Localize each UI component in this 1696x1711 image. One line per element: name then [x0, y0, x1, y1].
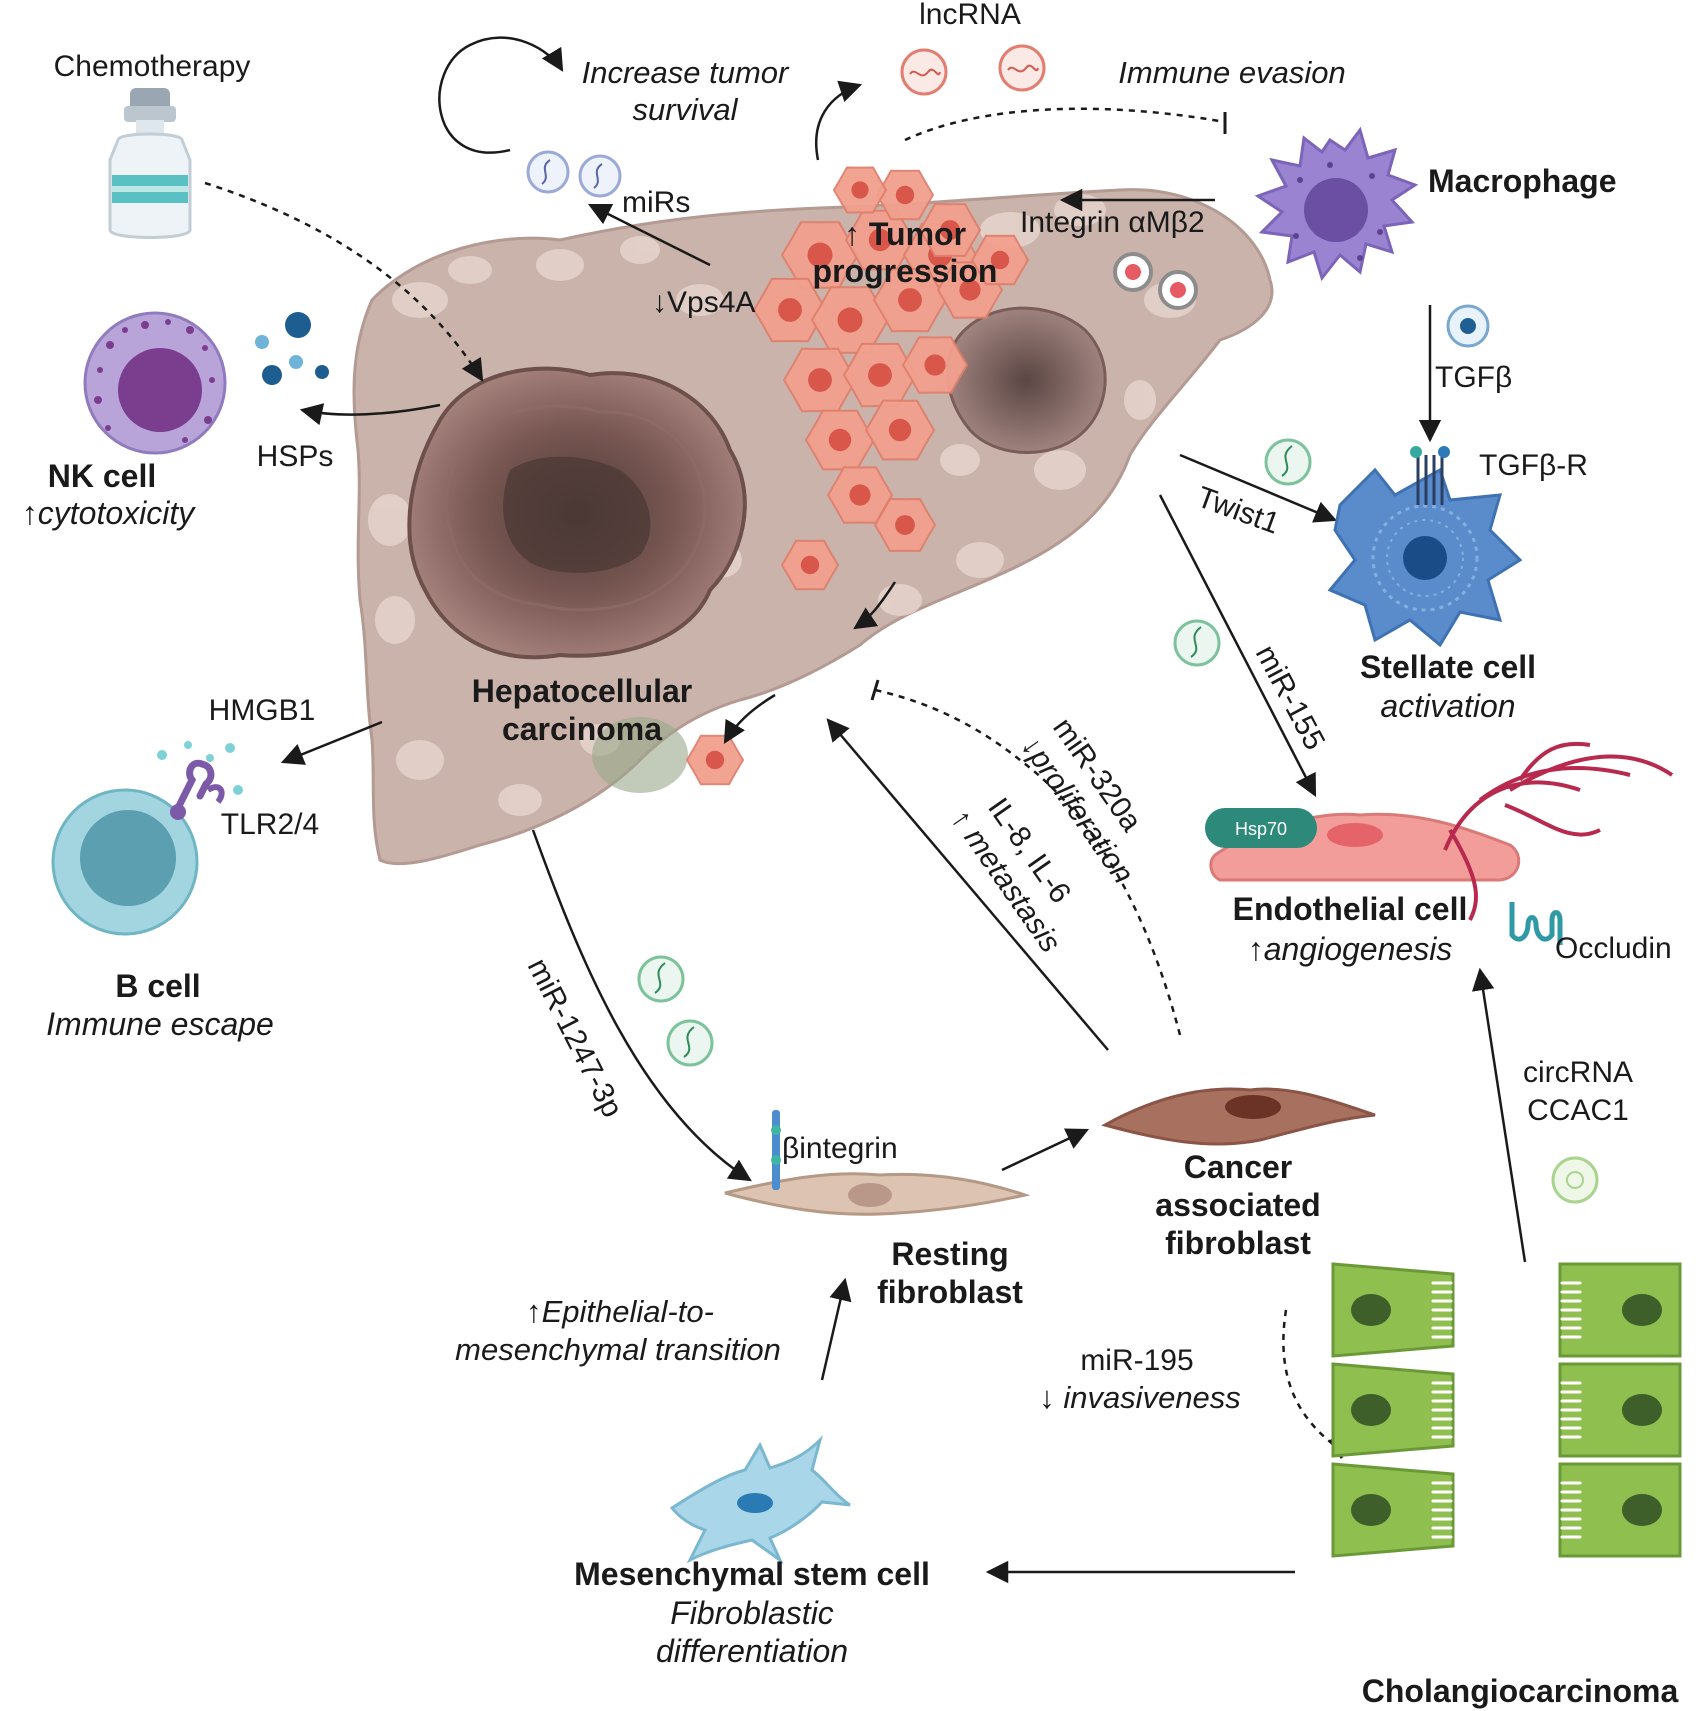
tumor-cell [901, 336, 969, 394]
mir1247-label: miR-1247-3p [521, 953, 629, 1123]
tumor-progression-label-2: progression [813, 253, 998, 289]
increase-tumor-survival-label-1: Increase tumor [582, 55, 790, 90]
mirs-label: miRs [622, 186, 690, 219]
nk-cell-label: NK cell [48, 458, 156, 494]
hcc-label-1: Hepatocellular [472, 673, 693, 709]
tumor-cell [782, 347, 858, 413]
increase-tumor-survival-label-2: survival [632, 92, 738, 127]
mir-vesicle-icon [526, 150, 622, 198]
msc-label: Mesenchymal stem cell [574, 1556, 930, 1592]
caf-label-1: Cancer [1184, 1149, 1293, 1185]
cholangio-cell [1331, 1462, 1455, 1558]
cholangio-cell [1558, 1462, 1682, 1558]
tumor-cell [970, 234, 1030, 286]
tumor-cell [918, 202, 982, 258]
resting-fibroblast-label-2: fibroblast [877, 1274, 1023, 1310]
cholangio-cell [1558, 1362, 1682, 1458]
emt-label-2: mesenchymal transition [455, 1332, 781, 1367]
endothelial-cell-label: Endothelial cell [1233, 891, 1468, 927]
twist1-label: Twist1 [1193, 481, 1284, 541]
chemotherapy-vial-icon [108, 88, 192, 239]
circrna-vesicle-icon [1551, 1156, 1599, 1204]
tumor-cell [752, 277, 828, 343]
hsp70-label: Hsp70 [1235, 819, 1287, 839]
cholangio-cell [1331, 1362, 1455, 1458]
tumor-cell [844, 209, 916, 271]
hsp-particles-icon [255, 312, 329, 385]
b-integrin-label: βintegrin [782, 1132, 898, 1165]
cholangio-cell [1331, 1262, 1455, 1358]
tlr24-label: TLR2/4 [221, 808, 319, 841]
resting-fibroblast-label-1: Resting [891, 1236, 1008, 1272]
macrophage-icon [1254, 126, 1419, 282]
cholangio-cell [1558, 1262, 1682, 1358]
stellate-cell-label: Stellate cell [1360, 649, 1536, 685]
mir155-vesicle-icon [1173, 619, 1221, 667]
nk-cytotoxicity-label: ↑cytotoxicity [22, 495, 196, 531]
endothelial-cell-icon: Hsp70 [1205, 741, 1674, 945]
immune-escape-label: Immune escape [46, 1006, 274, 1042]
hcc-tumor [407, 366, 747, 660]
msc-differentiation-label-1: Fibroblastic [670, 1595, 834, 1631]
tumor-cell [804, 409, 876, 471]
b-cell-label: B cell [115, 968, 200, 1004]
tgfb-vesicle-icon [1446, 304, 1490, 348]
caf-label-2: associated [1155, 1187, 1320, 1223]
tumor-cell [826, 466, 894, 524]
cholangiocarcinoma-label: Cholangiocarcinoma [1362, 1673, 1679, 1709]
integrin-label: Integrin αMβ2 [1020, 206, 1205, 239]
stellate-activation-label: activation [1380, 688, 1515, 724]
caf-icon [1101, 1087, 1376, 1146]
tumor-cell [685, 734, 745, 786]
cholangiocarcinoma-icon [1331, 1262, 1682, 1558]
tumor-cell [864, 399, 936, 461]
hmgb1-label: HMGB1 [209, 694, 316, 727]
tgfb-label: TGFβ [1435, 361, 1512, 394]
integrin-vesicle-icon [1113, 252, 1198, 310]
emt-label-1: ↑Epithelial-to- [526, 1294, 714, 1329]
tumor-cell [872, 267, 948, 333]
nk-cell-icon [83, 311, 227, 455]
tgfb-r-label: TGFβ-R [1479, 449, 1588, 482]
caf-label-3: fibroblast [1165, 1225, 1311, 1261]
mir1247-vesicle-icon [637, 955, 714, 1067]
b-cell-icon [51, 741, 243, 936]
tumor-progression-label-1: ↑ Tumor [844, 216, 966, 252]
lncrna-vesicle-icon [900, 44, 1046, 96]
tumor-cell [832, 166, 888, 214]
occludin-label: Occludin [1555, 932, 1672, 965]
circrna-label-2: CCAC1 [1527, 1094, 1629, 1127]
tumor-cell [873, 497, 937, 553]
tumor-cell-cluster [685, 166, 1030, 786]
hsps-label: HSPs [257, 440, 334, 473]
invasiveness-label: ↓ invasiveness [1039, 1380, 1241, 1415]
macrophage-label: Macrophage [1428, 163, 1616, 199]
twist1-vesicle-icon [1264, 438, 1312, 486]
tumor-cell [780, 539, 840, 591]
stellate-cell-icon [1327, 446, 1523, 648]
msc-icon [669, 1434, 851, 1565]
mir195-label: miR-195 [1080, 1344, 1193, 1377]
vps4a-label: ↓Vps4A [652, 286, 755, 319]
secondary-tumor [946, 306, 1107, 454]
hcc-label-2: carcinoma [502, 711, 662, 747]
angiogenesis-label: ↑angiogenesis [1248, 931, 1453, 967]
circrna-label-1: circRNA [1523, 1056, 1633, 1089]
chemotherapy-label: Chemotherapy [54, 50, 251, 83]
resting-fibroblast-icon [724, 1110, 1031, 1216]
immune-evasion-label: Immune evasion [1118, 55, 1345, 90]
msc-differentiation-label-2: differentiation [656, 1633, 848, 1669]
mir155-label: miR-155 [1249, 640, 1331, 756]
lncrna-label: lncRNA [919, 0, 1021, 31]
